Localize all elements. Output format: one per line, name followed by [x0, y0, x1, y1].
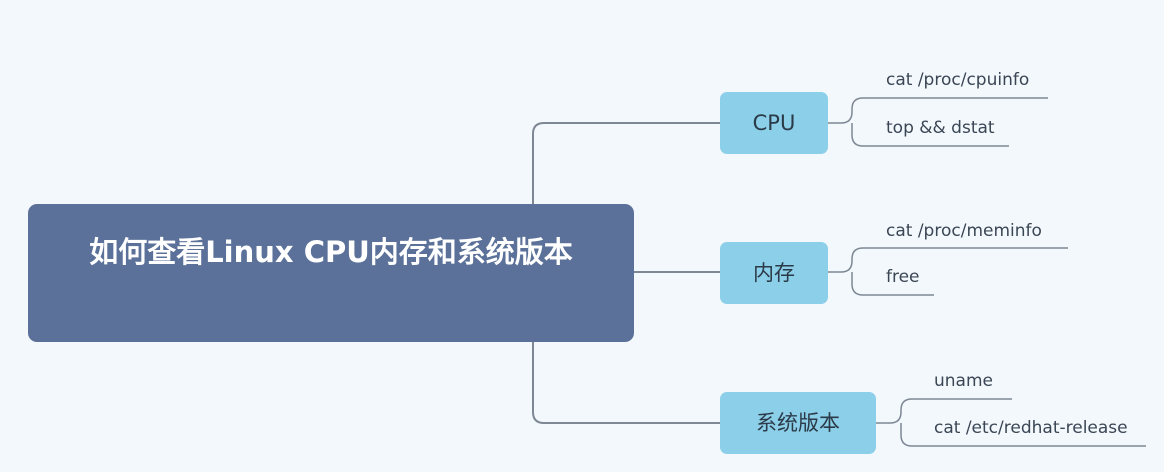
root-topic[interactable]: 如何查看Linux CPU内存和系统版本 [28, 204, 634, 342]
connector-cpu-leaf-1 [828, 97, 1048, 124]
leaf-cpuinfo[interactable]: cat /proc/cpuinfo [886, 70, 1030, 90]
branch-cpu[interactable]: CPU [720, 92, 828, 154]
leaf-uname[interactable]: uname [934, 371, 993, 391]
branch-memory-label: 内存 [753, 261, 795, 285]
leaf-free[interactable]: free [886, 267, 920, 287]
branch-memory[interactable]: 内存 [720, 242, 828, 304]
root-topic-title: 如何查看Linux CPU内存和系统版本 [89, 235, 573, 269]
branch-system-version[interactable]: 系统版本 [720, 392, 876, 454]
leaf-redhat-release[interactable]: cat /etc/redhat-release [934, 418, 1128, 438]
connector-cpu-leaf-2 [851, 123, 1009, 147]
connector-system-leaf-1 [876, 398, 1012, 424]
connector-memory-leaf-1 [828, 247, 1068, 273]
connector-memory-leaf-2 [851, 272, 934, 296]
connector-root-system-version [532, 342, 720, 424]
leaf-top-dstat[interactable]: top && dstat [886, 118, 995, 138]
leaf-meminfo[interactable]: cat /proc/meminfo [886, 221, 1042, 241]
branch-cpu-label: CPU [752, 111, 796, 135]
connector-root-cpu [532, 122, 720, 204]
connector-system-leaf-2 [900, 423, 1146, 447]
branch-system-version-label: 系统版本 [756, 411, 840, 435]
